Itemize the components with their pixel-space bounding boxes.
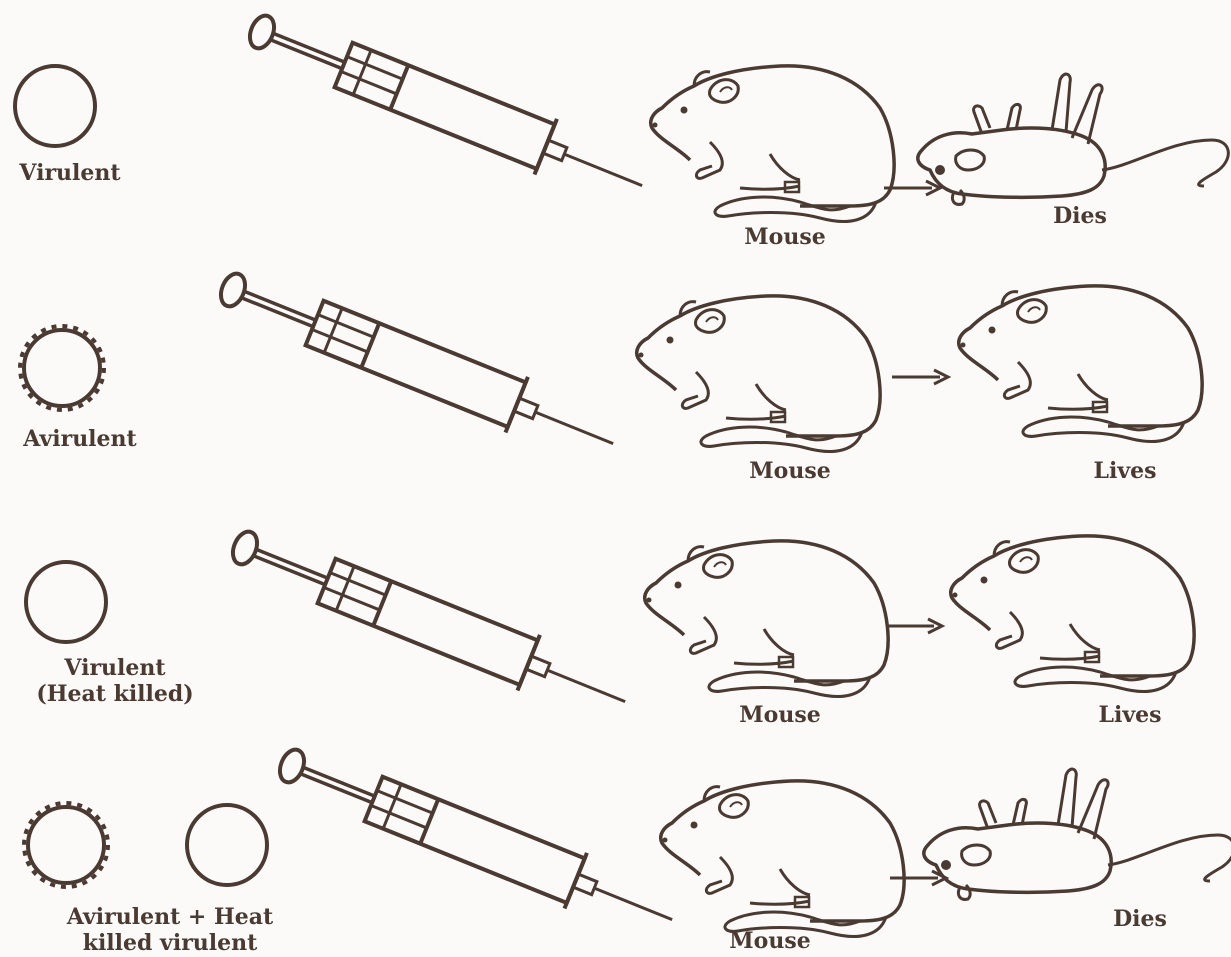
dead-mouse-icon bbox=[924, 769, 1231, 899]
arrow-icon bbox=[892, 370, 948, 384]
live-mouse-icon bbox=[645, 541, 888, 697]
bacteria-label-row-3: Virulent (Heat killed) bbox=[20, 655, 210, 707]
bacteria-label-line: Virulent bbox=[20, 655, 210, 681]
mouse-label-row-3: Mouse bbox=[725, 702, 835, 728]
live-mouse-icon bbox=[651, 66, 894, 222]
arrow-icon bbox=[890, 871, 946, 885]
bacteria-label-line: Virulent bbox=[10, 160, 130, 186]
bacteria-label-row-1: Virulent bbox=[10, 160, 130, 186]
mouse-label-row-2: Mouse bbox=[735, 458, 845, 484]
bacteria-label-row-2: Avirulent bbox=[10, 426, 150, 452]
rough-cell-icon bbox=[24, 803, 108, 887]
outcome-label-row-3: Lives bbox=[1075, 702, 1185, 728]
syringe-icon bbox=[271, 734, 684, 947]
bacteria-label-row-4: Avirulent + Heat killed virulent bbox=[40, 904, 300, 956]
rough-cell-icon bbox=[20, 326, 104, 410]
row-2 bbox=[20, 258, 1202, 471]
dead-mouse-icon bbox=[918, 74, 1229, 204]
arrow-icon bbox=[886, 619, 942, 633]
bacteria-label-line: Avirulent + Heat bbox=[40, 904, 300, 930]
smooth-cell-icon bbox=[26, 562, 106, 642]
syringe-icon bbox=[224, 516, 637, 729]
mouse-label-row-4: Mouse bbox=[715, 928, 825, 954]
outcome-label-row-1: Dies bbox=[1030, 203, 1130, 229]
smooth-cell-icon bbox=[187, 805, 267, 885]
syringe-icon bbox=[241, 0, 654, 213]
live-mouse-icon bbox=[951, 536, 1194, 692]
bacteria-label-line: Avirulent bbox=[10, 426, 150, 452]
mouse-label-row-1: Mouse bbox=[730, 224, 840, 250]
bacteria-label-line: killed virulent bbox=[40, 930, 300, 956]
smooth-cell-icon bbox=[15, 66, 95, 146]
outcome-label-row-4: Dies bbox=[1085, 906, 1195, 932]
outcome-label-row-2: Lives bbox=[1070, 458, 1180, 484]
live-mouse-icon bbox=[959, 286, 1202, 442]
live-mouse-icon bbox=[637, 296, 880, 452]
syringe-icon bbox=[212, 258, 625, 471]
row-1 bbox=[15, 0, 1228, 221]
bacteria-label-line: (Heat killed) bbox=[20, 681, 210, 707]
live-mouse-icon bbox=[661, 781, 904, 937]
